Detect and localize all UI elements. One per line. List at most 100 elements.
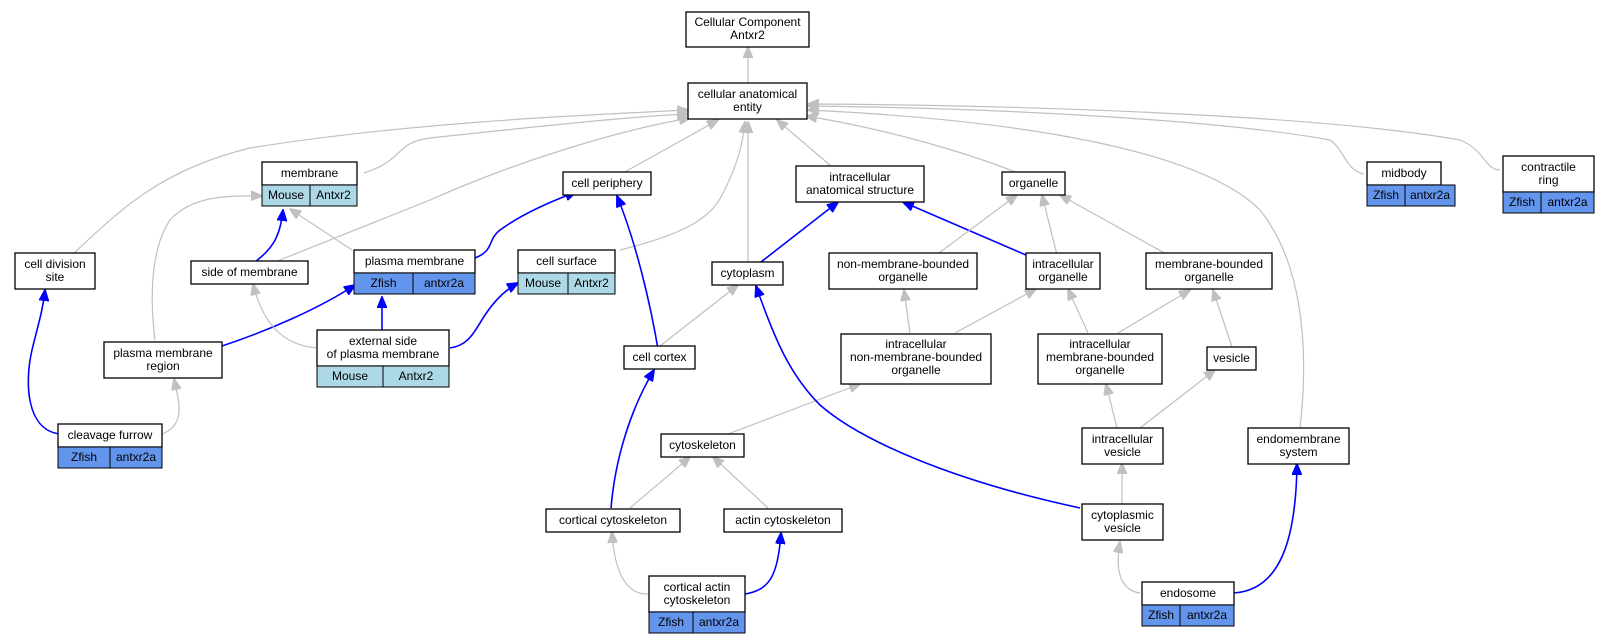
- edge-inmbo-to-nmbo: [904, 290, 911, 334]
- edge-pmr-to-plasma-membrane: [221, 285, 355, 347]
- node-intracellular-membrane-bounded-organelle[interactable]: intracellular membrane-bounded organelle: [1037, 333, 1163, 385]
- species-cell-zfish: Zfish: [1509, 195, 1535, 209]
- node-label: non-membrane-bounded: [837, 257, 969, 271]
- node-label: organelle: [891, 363, 941, 377]
- node-label: intracellular: [1092, 432, 1153, 446]
- node-endosome[interactable]: endosome Zfish antxr2a: [1141, 581, 1235, 627]
- node-label: organelle: [1184, 270, 1234, 284]
- node-label: external side: [349, 334, 417, 348]
- node-membrane-bounded-organelle[interactable]: membrane-bounded organelle: [1145, 252, 1273, 290]
- node-cytoplasm[interactable]: cytoplasm: [711, 261, 784, 286]
- node-label: ring: [1538, 173, 1558, 187]
- edge-iv-to-vesicle: [1139, 370, 1215, 429]
- node-intracellular-non-membrane-bounded-organelle[interactable]: intracellular non-membrane-bounded organ…: [840, 333, 992, 385]
- edge-endosome-to-cv: [1118, 542, 1141, 594]
- node-label: organelle: [1038, 270, 1088, 284]
- edge-side-of-membrane-to-membrane: [254, 210, 283, 263]
- node-contractile-ring[interactable]: contractile ring Zfish antxr2a: [1502, 155, 1595, 214]
- gene-cell: antxr2a: [424, 276, 464, 290]
- edge-cytoskeleton-to-inmbo: [719, 384, 860, 438]
- node-non-membrane-bounded-organelle[interactable]: non-membrane-bounded organelle: [828, 252, 978, 290]
- node-actin-cytoskeleton[interactable]: actin cytoskeleton: [723, 508, 843, 533]
- species-cell-zfish: Zfish: [1373, 188, 1399, 202]
- node-label: cytoskeleton: [669, 438, 736, 452]
- node-cell-periphery[interactable]: cell periphery: [562, 171, 652, 196]
- node-endomembrane-system[interactable]: endomembrane system: [1247, 427, 1350, 465]
- node-external-side-of-plasma-membrane[interactable]: external side of plasma membrane Mouse A…: [316, 329, 450, 388]
- edges: [27, 47, 1501, 595]
- node-label: cell division: [24, 257, 85, 271]
- node-side-of-membrane[interactable]: side of membrane: [190, 260, 309, 285]
- nodes: Cellular Component Antxr2 cellular anato…: [14, 11, 1595, 634]
- edge-plasma-membrane-to-membrane: [290, 209, 353, 251]
- edge-esopm-to-cell-surface: [449, 283, 518, 349]
- gene-cell: antxr2a: [699, 615, 739, 629]
- gene-cell: antxr2a: [1187, 608, 1227, 622]
- node-intracellular-anatomical-structure[interactable]: intracellular anatomical structure: [795, 165, 925, 203]
- gene-cell: antxr2a: [1547, 195, 1587, 209]
- node-label: plasma membrane: [365, 254, 465, 268]
- edge-mbo-to-organelle: [1060, 195, 1171, 257]
- node-label: system: [1279, 445, 1317, 459]
- edge-cortical-cytoskeleton-to-cell-cortex: [610, 370, 654, 509]
- node-intracellular-organelle[interactable]: intracellular organelle: [1025, 252, 1101, 290]
- edge-cv-to-cytoplasm: [756, 286, 1081, 509]
- edge-cleavage-furrow-to-pmr: [161, 379, 179, 435]
- gene-cell: Antxr2: [316, 188, 351, 202]
- edge-plasma-membrane-to-cell-periphery: [474, 192, 576, 259]
- node-label: Antxr2: [730, 28, 765, 42]
- node-label: non-membrane-bounded: [850, 350, 982, 364]
- edge-endomembrane-to-cae: [808, 110, 1305, 429]
- node-label: midbody: [1381, 166, 1426, 180]
- edge-imbo-to-mbo: [1117, 290, 1190, 334]
- node-label: cleavage furrow: [68, 428, 153, 442]
- node-label: cytoskeleton: [664, 593, 731, 607]
- gene-cell: antxr2a: [1410, 188, 1450, 202]
- node-cytoskeleton[interactable]: cytoskeleton: [660, 433, 745, 458]
- species-cell-mouse: Mouse: [332, 369, 368, 383]
- node-cell-cortex[interactable]: cell cortex: [623, 345, 696, 370]
- species-cell-mouse: Mouse: [525, 276, 561, 290]
- node-organelle[interactable]: organelle: [1001, 171, 1066, 196]
- node-cytoplasmic-vesicle[interactable]: cytoplasmic vesicle: [1081, 503, 1164, 541]
- node-label: cellular anatomical: [698, 87, 797, 101]
- node-midbody[interactable]: midbody Zfish antxr2a: [1366, 161, 1456, 207]
- species-cell-zfish: Zfish: [658, 615, 684, 629]
- node-label: contractile: [1521, 160, 1576, 174]
- edge-nmbo-to-organelle: [934, 195, 1017, 257]
- node-cell-surface[interactable]: cell surface Mouse Antxr2: [517, 249, 616, 295]
- edge-cell-cortex-to-cell-periphery: [617, 196, 660, 356]
- gene-cell: Antxr2: [574, 276, 609, 290]
- node-plasma-membrane[interactable]: plasma membrane Zfish antxr2a: [353, 249, 476, 295]
- edge-cac-to-cortical-cytoskeleton: [612, 532, 650, 595]
- node-intracellular-vesicle[interactable]: intracellular vesicle: [1081, 427, 1164, 465]
- edge-cell-cortex-to-cytoplasm: [659, 285, 738, 347]
- node-cellular-anatomical-entity[interactable]: cellular anatomical entity: [687, 82, 808, 120]
- node-label: organelle: [1075, 363, 1125, 377]
- edge-cell-surface-to-cae: [619, 122, 745, 251]
- node-cellular-component-antxr2[interactable]: Cellular Component Antxr2: [685, 11, 810, 48]
- node-membrane[interactable]: membrane Mouse Antxr2: [261, 161, 358, 207]
- node-label: entity: [733, 100, 762, 114]
- edge-organelle-to-cae: [806, 116, 1019, 174]
- node-cleavage-furrow[interactable]: cleavage furrow Zfish antxr2a: [57, 423, 163, 469]
- edge-vesicle-to-mbo: [1213, 290, 1233, 348]
- species-cell-zfish: Zfish: [370, 276, 396, 290]
- edge-io-to-ias: [903, 202, 1027, 256]
- node-label: cortical cytoskeleton: [559, 513, 667, 527]
- node-plasma-membrane-region[interactable]: plasma membrane region: [103, 341, 223, 379]
- node-label: site: [46, 270, 65, 284]
- node-cortical-cytoskeleton[interactable]: cortical cytoskeleton: [545, 508, 681, 533]
- species-cell-mouse: Mouse: [268, 188, 304, 202]
- node-vesicle[interactable]: vesicle: [1206, 346, 1257, 371]
- node-label: vesicle: [1104, 521, 1141, 535]
- edge-cortical-cytoskeleton-to-cytoskeleton: [629, 457, 690, 509]
- node-label: membrane-bounded: [1155, 257, 1263, 271]
- node-cell-division-site[interactable]: cell division site: [14, 252, 96, 290]
- node-cortical-actin-cytoskeleton[interactable]: cortical actin cytoskeleton Zfish antxr2…: [648, 575, 746, 634]
- node-label: organelle: [878, 270, 928, 284]
- edge-cleavage-furrow-to-cell-division-site: [27, 290, 61, 435]
- node-label: endomembrane: [1256, 432, 1340, 446]
- edge-ias-to-cae: [777, 120, 832, 167]
- edge-pmr-to-membrane: [151, 196, 262, 341]
